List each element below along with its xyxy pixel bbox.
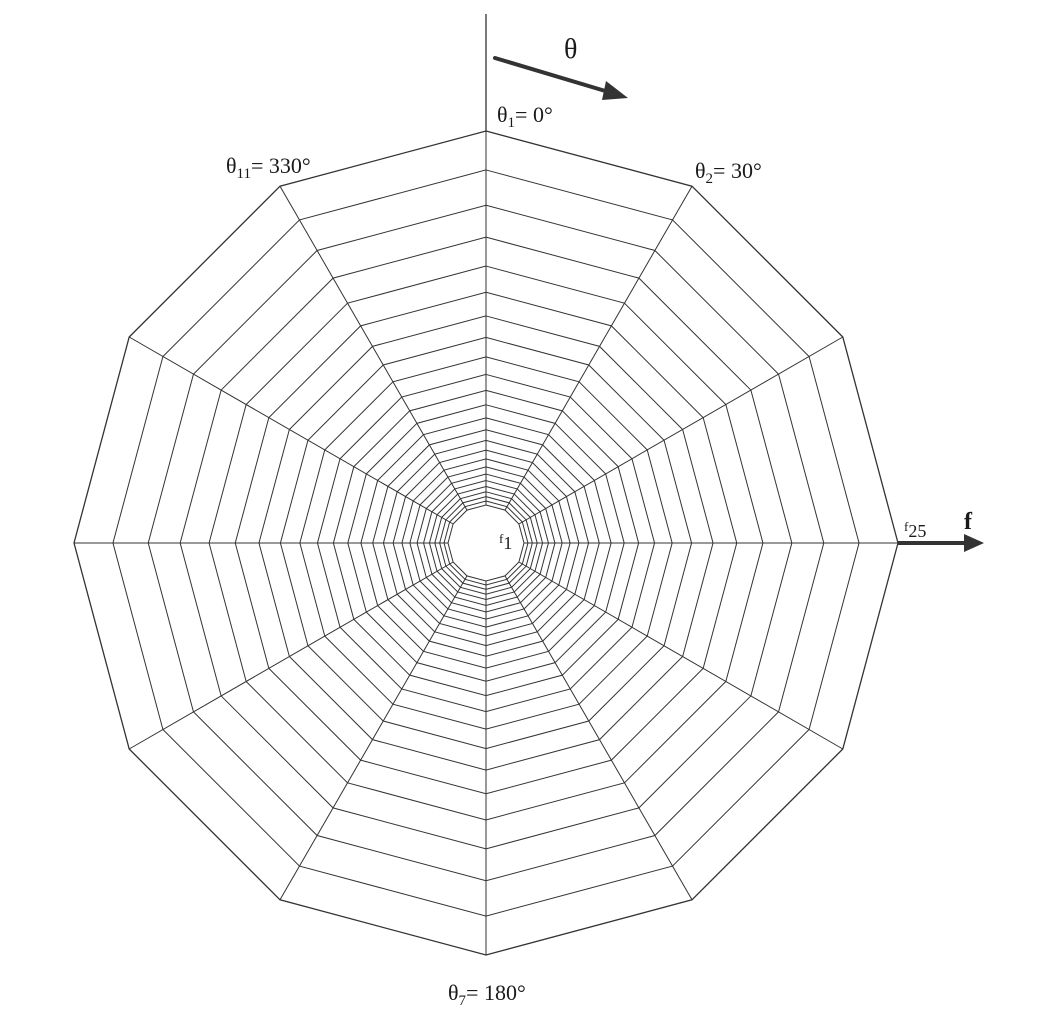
theta11-label: θ11= 330° (226, 153, 311, 182)
frequency-ring-3 (439, 496, 533, 590)
frequency-ring-1 (447, 504, 525, 582)
theta7-label: θ7= 180° (448, 980, 526, 1009)
f-axis-label: f (964, 509, 972, 535)
angle-spoke-6 (504, 575, 693, 901)
theta1-label: θ1= 0° (497, 102, 553, 131)
f-direction-arrow (898, 534, 984, 552)
frequency-ring-4 (434, 491, 538, 595)
angle-spoke-5 (518, 561, 844, 750)
angle-spoke-9 (128, 561, 454, 750)
angle-spoke-2 (504, 185, 693, 511)
frequency-ring-2 (443, 500, 529, 586)
angle-spokes (74, 131, 898, 955)
theta-direction-arrow (493, 56, 628, 100)
angle-spoke-12 (279, 185, 468, 511)
f1-label: f1 (499, 531, 513, 553)
theta2-label: θ2= 30° (695, 158, 762, 187)
f25-label: f25 (904, 519, 927, 541)
angle-spoke-3 (518, 336, 844, 525)
angle-spoke-11 (128, 336, 454, 525)
theta-axis-label: θ (564, 34, 578, 65)
angle-spoke-8 (279, 575, 468, 901)
